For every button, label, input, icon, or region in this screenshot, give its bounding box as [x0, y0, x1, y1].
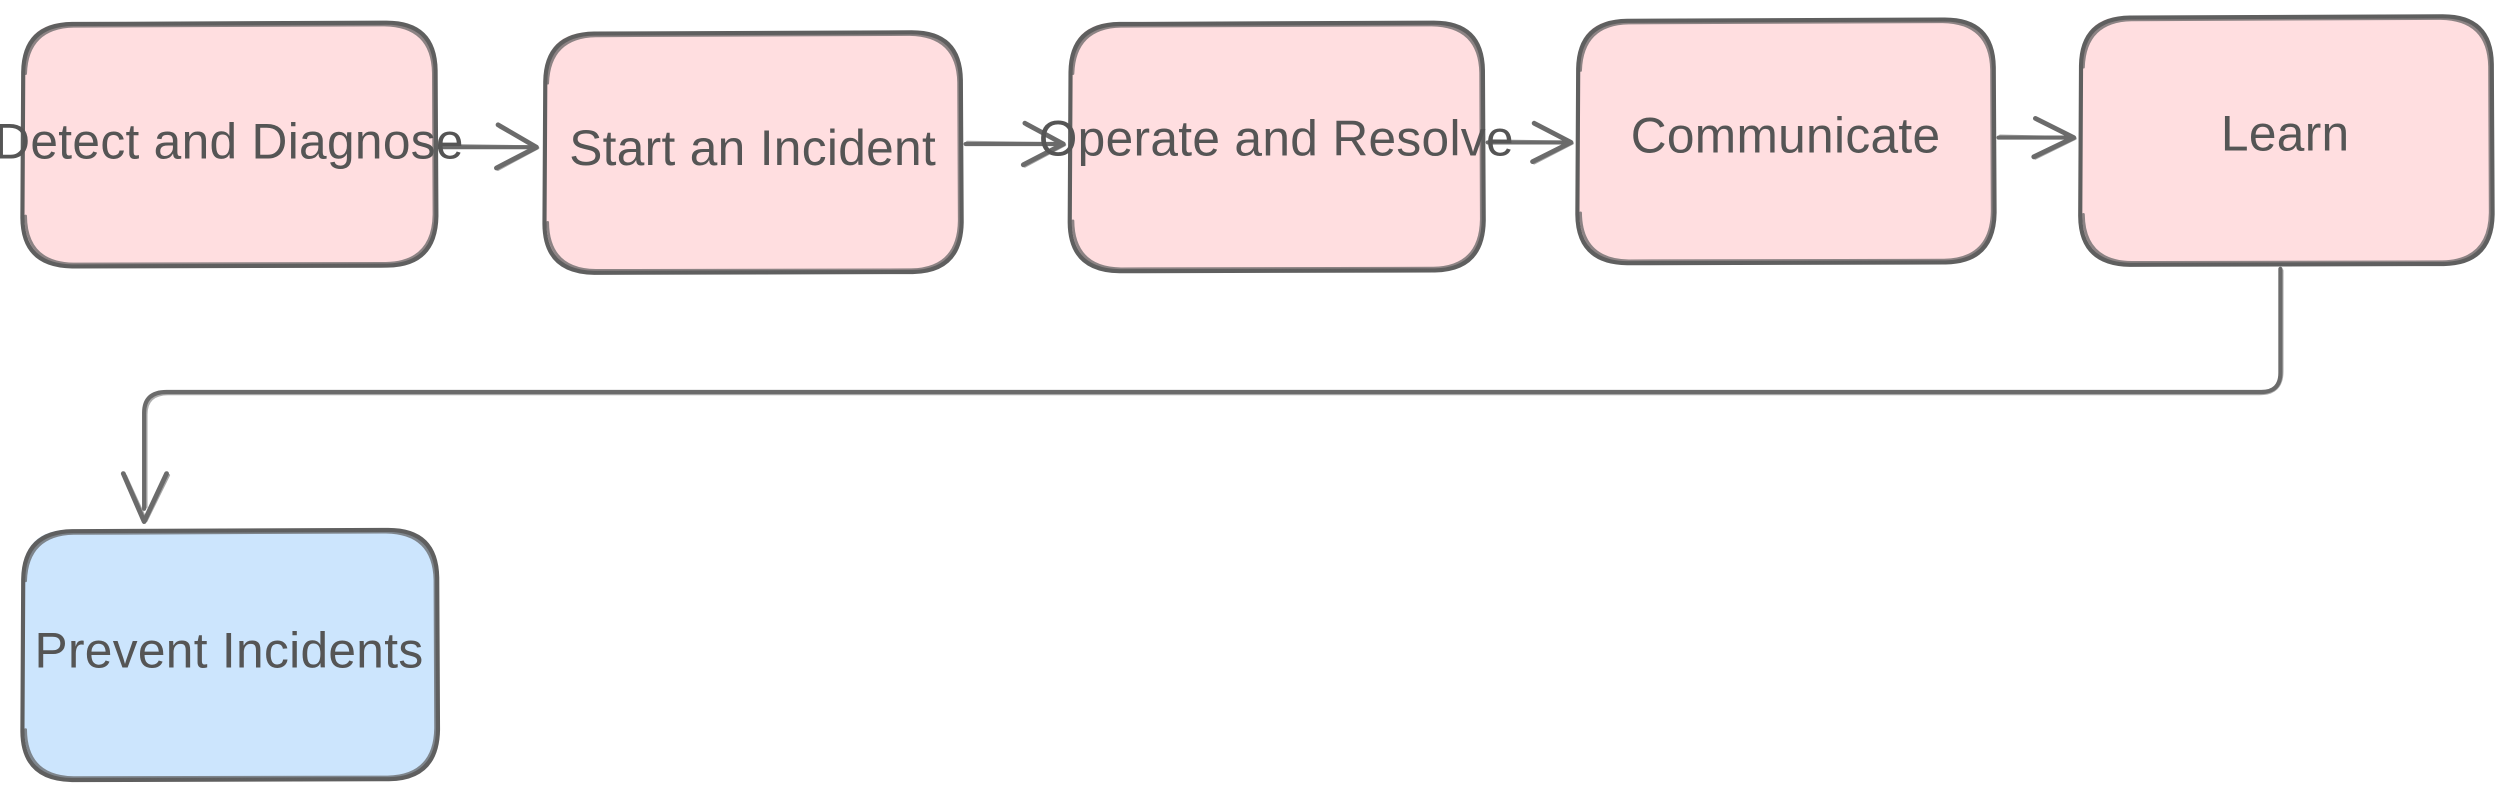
node-detect-outline-sketch [24, 23, 436, 266]
node-operate-label: Operate and Resolve [1039, 111, 1514, 167]
node-detect-outline [20, 20, 439, 269]
arrowhead-3-ghost [1532, 124, 1574, 165]
node-prevent-incidents[interactable]: Prevent Incidents [20, 527, 441, 783]
edge-learn-to-prevent [120, 266, 2284, 524]
edge-line-4-ghost [1998, 134, 2066, 139]
edge-communicate-to-learn [1996, 116, 2077, 160]
node-learn-shape [2080, 16, 2492, 264]
node-communicate-shape [1577, 19, 1994, 263]
edge-group [120, 116, 2284, 524]
node-learn-outline [2078, 14, 2495, 267]
node-operate-and-resolve[interactable]: Operate and Resolve [1039, 20, 1514, 274]
node-communicate-outline-sketch [1579, 20, 1994, 263]
edge-line-3-ghost [1488, 139, 1563, 143]
arrowhead-5-ghost [124, 473, 171, 523]
node-prevent-outline [20, 527, 441, 783]
arrowhead-2-ghost [1023, 124, 1067, 168]
node-operate-shape [1069, 22, 1483, 271]
edge-line-1-ghost [439, 143, 529, 148]
node-learn-label: Learn [2221, 106, 2350, 162]
edge-start-to-operate [963, 120, 1067, 168]
node-detect-label: Detect and Diagnose [0, 114, 464, 170]
node-communicate[interactable]: Communicate [1575, 17, 1997, 266]
node-communicate-label: Communicate [1631, 107, 1941, 163]
arrowhead-5 [120, 471, 169, 524]
node-start-outline-sketch [546, 33, 961, 272]
node-learn[interactable]: Learn [2078, 14, 2495, 267]
node-detect-and-diagnose[interactable]: Detect and Diagnose [0, 20, 464, 269]
node-communicate-outline [1575, 17, 1997, 266]
edge-line-5-ghost [145, 269, 2284, 509]
node-prevent-label: Prevent Incidents [35, 623, 424, 679]
node-operate-outline [1067, 20, 1486, 274]
edge-line-2-ghost [966, 140, 1055, 145]
node-start-outline [542, 30, 964, 275]
node-prevent-shape [22, 529, 438, 780]
node-learn-outline-sketch [2082, 17, 2492, 264]
node-detect-shape [22, 22, 436, 266]
node-start-label: Start an Incident [569, 120, 936, 176]
node-start-an-incident[interactable]: Start an Incident [542, 30, 964, 275]
arrowhead-1-ghost [496, 125, 540, 171]
edge-detect-to-start [436, 122, 540, 171]
node-prevent-outline-sketch [24, 530, 437, 779]
edge-operate-to-communicate [1485, 120, 1574, 165]
arrowhead-4-ghost [2034, 119, 2077, 160]
node-operate-outline-sketch [1071, 23, 1483, 271]
edge-line-5 [142, 266, 2283, 511]
node-start-shape [544, 32, 961, 272]
